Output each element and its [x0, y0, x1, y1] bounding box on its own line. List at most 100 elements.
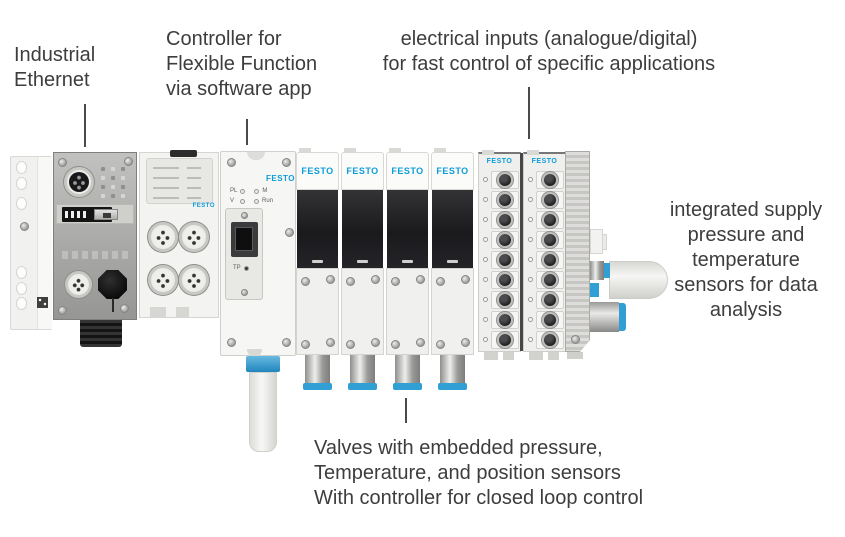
label-text-line	[153, 177, 179, 179]
fitting-blue-ring	[348, 383, 377, 390]
valve-module: FESTO	[386, 148, 429, 394]
input-socket	[491, 331, 519, 349]
module-foot	[176, 307, 189, 318]
led-indicator	[483, 297, 488, 302]
valve-base	[386, 268, 429, 355]
valve-cap	[296, 152, 339, 190]
hex-plug-icon	[98, 270, 127, 299]
valve-module: FESTO	[341, 148, 384, 394]
led-indicator	[483, 257, 488, 262]
input-socket	[536, 251, 564, 269]
led-indicator	[528, 337, 533, 342]
controller-led-row: V Run	[230, 198, 273, 204]
fitting-blue-ring	[393, 383, 422, 390]
festo-logo: FESTO	[486, 158, 513, 165]
port-recess: TP	[225, 208, 263, 300]
valve-display	[432, 190, 473, 268]
socket-face	[542, 172, 558, 188]
valve-display	[342, 190, 383, 268]
controller-module: FESTO PL M V Run TP	[220, 151, 296, 357]
label-text-line	[153, 197, 179, 199]
connector-face	[153, 227, 173, 247]
socket-face	[542, 332, 558, 348]
blue-port-marker	[590, 283, 599, 297]
display-dash	[402, 260, 413, 263]
led-label: Run	[262, 198, 274, 204]
connector-face	[70, 276, 87, 293]
label-text-line	[187, 197, 201, 199]
led-indicator	[528, 217, 533, 222]
led-indicator	[111, 176, 115, 180]
hex-plug-stem	[112, 298, 114, 312]
input-socket	[491, 251, 519, 269]
screw-icon	[285, 228, 294, 237]
festo-logo: FESTO	[346, 166, 379, 176]
led-indicator	[111, 194, 115, 198]
connector-face	[69, 172, 89, 192]
module-foot	[503, 352, 514, 360]
screw-icon	[20, 222, 29, 231]
led-indicator	[121, 167, 125, 171]
screw-icon	[371, 338, 380, 347]
valve-base	[431, 268, 474, 355]
annotation-electrical-inputs: electrical inputs (analogue/digital) for…	[382, 28, 716, 75]
led-indicator	[528, 297, 533, 302]
label-text-line	[153, 167, 179, 169]
screw-icon	[326, 338, 335, 347]
socket-face	[497, 172, 513, 188]
input-socket	[536, 191, 564, 209]
input-module: FESTO	[478, 150, 521, 360]
display-dash	[357, 260, 368, 263]
screw-icon	[436, 277, 445, 286]
screw-icon	[461, 275, 470, 284]
screw-icon	[391, 340, 400, 349]
screw-icon	[227, 158, 236, 167]
annotation-valves: Valves with embedded pressure, Temperatu…	[314, 437, 644, 509]
label-text-line	[187, 187, 201, 189]
screw-icon	[301, 277, 310, 286]
led-indicator	[111, 185, 115, 189]
socket-face	[542, 192, 558, 208]
ghost-label	[62, 251, 128, 259]
end-plate-strip	[37, 157, 52, 329]
top-tab	[344, 148, 356, 153]
connector-face	[184, 270, 204, 290]
led-indicator	[528, 237, 533, 242]
slide-switch-slot	[103, 213, 111, 218]
socket-face	[542, 212, 558, 228]
io-connector-grid	[140, 153, 220, 319]
connector-face	[153, 270, 173, 290]
module-foot	[529, 352, 543, 360]
ethernet-module	[53, 152, 137, 320]
socket-face	[497, 252, 513, 268]
fitting-blue-ring	[303, 383, 332, 390]
led-indicator	[240, 198, 246, 204]
cable-connector-block	[80, 320, 122, 347]
input-socket	[491, 271, 519, 289]
dil-switch-ticks	[65, 211, 87, 218]
valve-display	[297, 190, 338, 268]
ethernet-led-grid	[101, 167, 131, 201]
bottom-notch	[247, 349, 262, 357]
push-in-fitting	[395, 355, 420, 384]
led-label: M	[262, 188, 268, 194]
leader-line-controller	[246, 119, 248, 145]
module-seam	[520, 153, 523, 351]
supply-fitting	[590, 302, 619, 332]
ethernet-port	[231, 222, 258, 257]
leader-line-electrical-inputs	[528, 87, 530, 139]
screw-icon	[326, 275, 335, 284]
mounting-hole	[16, 177, 27, 190]
festo-logo: FESTO	[192, 203, 215, 209]
socket-face	[542, 272, 558, 288]
slide-switch	[94, 209, 118, 220]
qr-code	[37, 297, 48, 308]
socket-face	[542, 312, 558, 328]
annotation-controller: Controller for Flexible Function via sof…	[166, 28, 318, 100]
m12-connector-icon	[148, 265, 178, 295]
input-socket	[536, 171, 564, 189]
led-indicator	[528, 177, 533, 182]
screw-icon	[571, 335, 580, 344]
